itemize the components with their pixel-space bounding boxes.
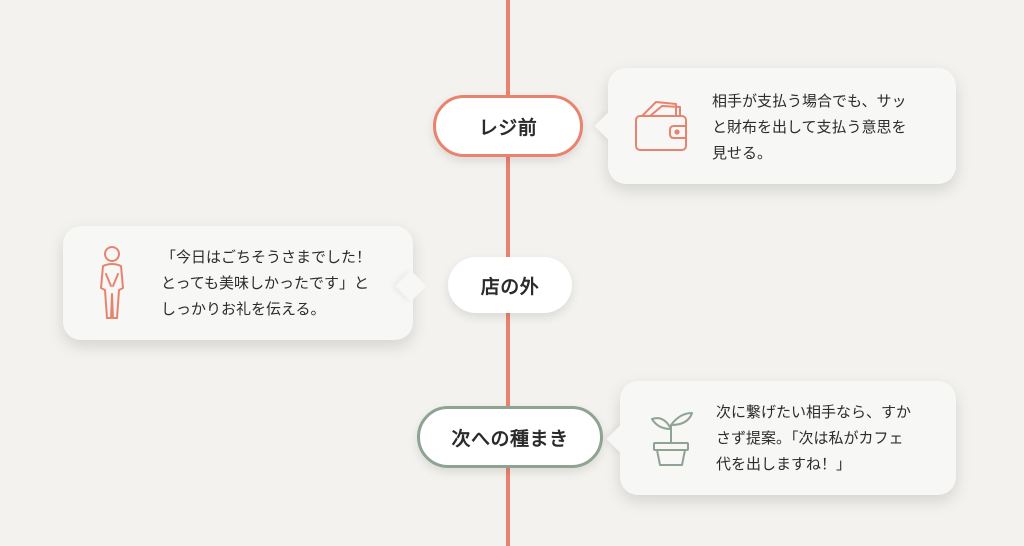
wallet-icon <box>632 98 694 154</box>
step-label-text: 店の外 <box>480 275 540 298</box>
step-label-text: レジ前 <box>478 116 538 139</box>
step-label-outside: 店の外 <box>448 257 572 313</box>
step-label-next: 次への種まき <box>417 406 603 468</box>
sprout-pot-icon <box>646 407 696 467</box>
step-card-outside: 「今日はごちそうさまでした！ とっても美味しかったです」と しっかりお礼を伝える… <box>63 226 427 340</box>
step-label-text: 次への種まき <box>451 427 569 450</box>
step-card-next: 次に繋げたい相手なら、すか さず提案。「次は私がカフェ 代を出しますね！」 <box>606 381 956 495</box>
step-label-register: レジ前 <box>433 95 583 157</box>
bowing-person-icon <box>95 244 129 322</box>
step-text: 相手が支払う場合でも、サッ と財布を出して支払う意思を 見せる。 <box>712 92 907 162</box>
step-text: 次に繋げたい相手なら、すか さず提案。「次は私がカフェ 代を出しますね！」 <box>716 403 912 473</box>
step-text: 「今日はごちそうさまでした！ とっても美味しかったです」と しっかりお礼を伝える… <box>161 248 372 318</box>
step-card-register: 相手が支払う場合でも、サッ と財布を出して支払う意思を 見せる。 <box>594 68 956 184</box>
